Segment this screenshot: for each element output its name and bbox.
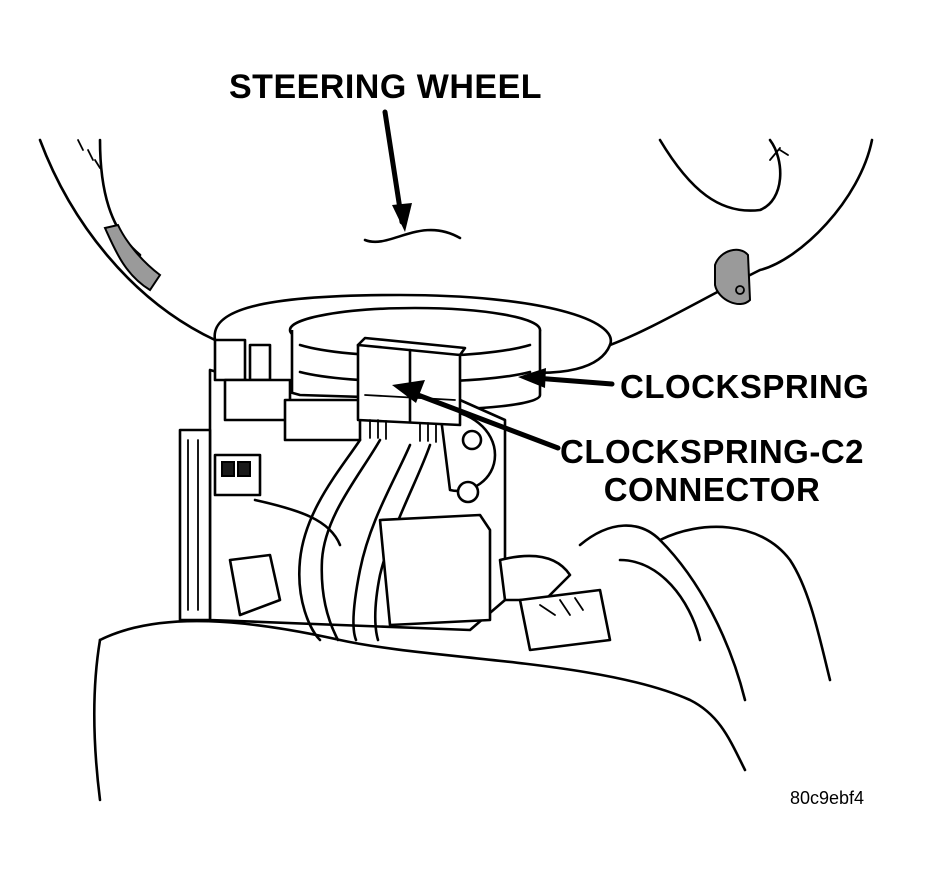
- connector-label-line1: CLOCKSPRING-C2: [560, 433, 865, 470]
- clockspring-c2-connector-label: CLOCKSPRING-C2 CONNECTOR: [560, 433, 864, 509]
- figure-id: 80c9ebf4: [790, 788, 865, 808]
- arrowhead-c2-connector: [392, 380, 425, 403]
- clockspring-label: CLOCKSPRING: [620, 368, 870, 405]
- steering-wheel-label: STEERING WHEEL: [229, 68, 543, 106]
- steering-wheel-drawing: [38, 138, 874, 375]
- connector-label-line2: CONNECTOR: [603, 471, 821, 508]
- wiring-harness-drawing: [228, 438, 572, 642]
- arrowhead-clockspring: [518, 368, 546, 388]
- leader-arrows: [382, 109, 615, 451]
- lower-shroud-drawing: [92, 524, 832, 802]
- arrowhead-steering-wheel: [392, 203, 412, 232]
